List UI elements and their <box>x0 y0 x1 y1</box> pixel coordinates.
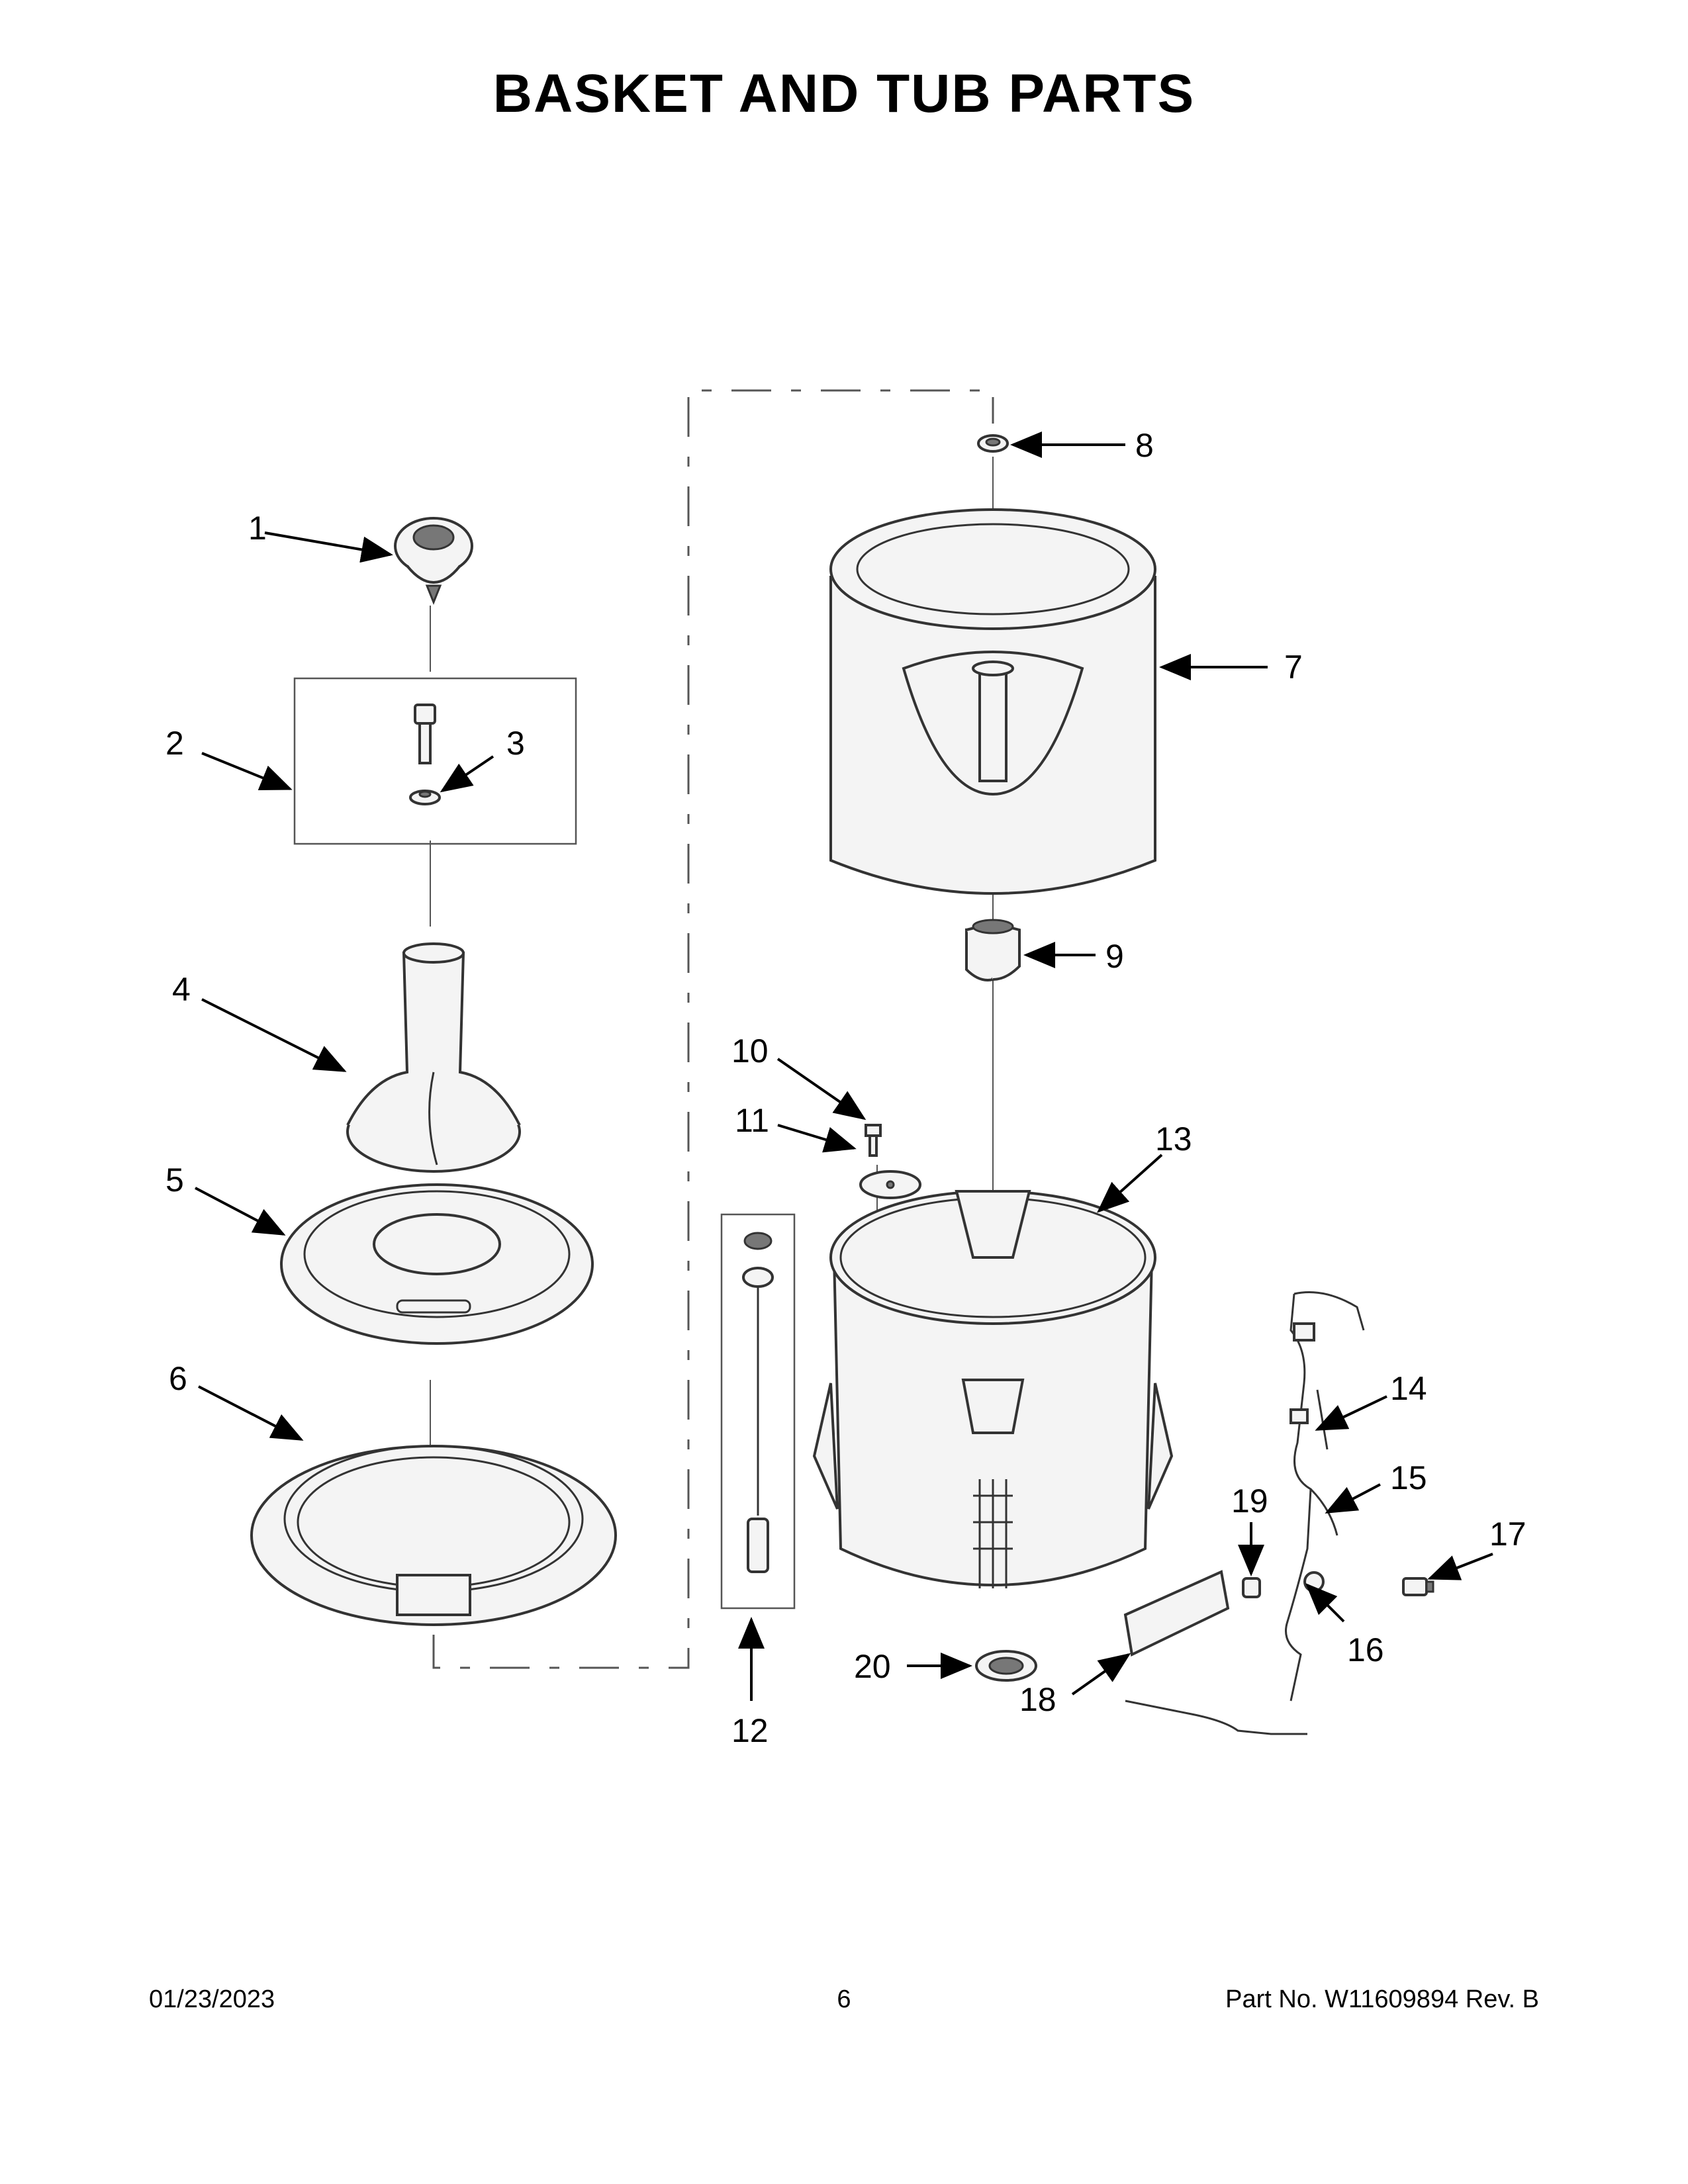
part-7-basket <box>829 508 1156 895</box>
assembly-dashed-line <box>432 389 994 1669</box>
callout-16: 16 <box>1347 1631 1384 1668</box>
part-11-shield <box>859 1170 921 1199</box>
part-18-bracket <box>1123 1570 1230 1657</box>
part-17-connector <box>1402 1577 1434 1596</box>
callout-13: 13 <box>1155 1120 1192 1158</box>
callout-18: 18 <box>1019 1681 1056 1718</box>
callout-4: 4 <box>172 971 191 1008</box>
footer-date: 01/23/2023 <box>149 1985 275 2013</box>
page-title: BASKET AND TUB PARTS <box>492 64 1196 124</box>
part-9-bushing <box>965 919 1021 981</box>
callout-11: 11 <box>735 1102 769 1139</box>
part-2-bolt <box>414 704 436 764</box>
callout-2: 2 <box>165 725 184 762</box>
callout-3: 3 <box>506 725 525 762</box>
footer-part-number: Part No. W11609894 Rev. B <box>1225 1985 1539 2013</box>
callout-5: 5 <box>165 1161 184 1199</box>
callout-8: 8 <box>1135 427 1154 464</box>
callout-19: 19 <box>1231 1482 1268 1520</box>
part-10-screw <box>865 1124 882 1157</box>
callout-17: 17 <box>1489 1516 1526 1553</box>
part-12-suspension-rod <box>742 1232 774 1573</box>
part-5-drive-plate <box>280 1183 594 1345</box>
part-8-nut <box>977 434 1009 453</box>
callout-14: 14 <box>1390 1370 1427 1407</box>
callout-15: 15 <box>1390 1459 1427 1496</box>
part-4-agitator-hub <box>346 942 521 1173</box>
part-2-bolt-kit-box <box>293 677 577 845</box>
footer-page-number: 6 <box>837 1985 851 2013</box>
part-13-outer-tub <box>812 1190 1174 1588</box>
callout-20: 20 <box>854 1648 891 1685</box>
part-3-washer <box>409 790 441 805</box>
callout-6: 6 <box>169 1360 187 1397</box>
callout-7: 7 <box>1284 649 1303 686</box>
callout-9: 9 <box>1105 938 1124 975</box>
callout-12: 12 <box>731 1712 769 1749</box>
part-19-clip <box>1242 1577 1261 1598</box>
part-20-seal <box>975 1650 1037 1682</box>
part-12-suspension-box <box>720 1213 796 1610</box>
part-6-balance-ring <box>250 1445 617 1626</box>
callout-1: 1 <box>248 510 267 547</box>
callout-10: 10 <box>731 1032 769 1069</box>
part-1-cap <box>394 517 473 606</box>
